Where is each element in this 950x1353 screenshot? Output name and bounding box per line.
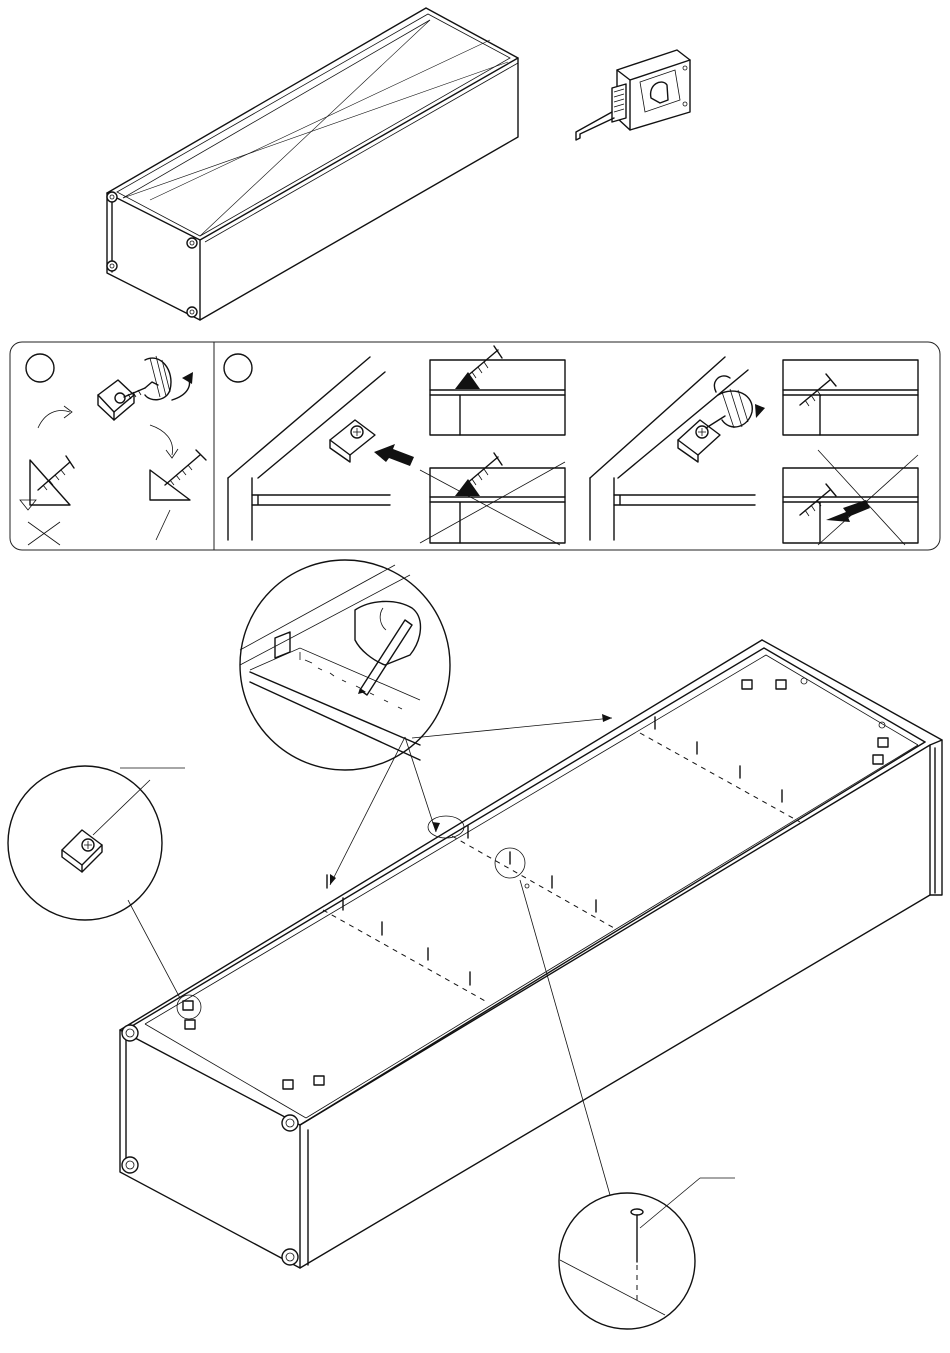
corner-bracket-icon (183, 678, 888, 1089)
step-number-circle (26, 354, 54, 382)
tape-measure-icon (576, 50, 690, 140)
corner-bracket-detail (8, 766, 185, 998)
cabinet-top-view (107, 8, 518, 320)
nail-detail (520, 880, 735, 1329)
cam-lock-icon (122, 1025, 298, 1265)
step-1 (20, 354, 206, 545)
cabinet-open-view (120, 640, 942, 1268)
steps-panel (10, 342, 940, 550)
step-number-circle (224, 354, 252, 382)
step-2 (224, 346, 918, 545)
pencil-marking-detail (240, 560, 612, 885)
